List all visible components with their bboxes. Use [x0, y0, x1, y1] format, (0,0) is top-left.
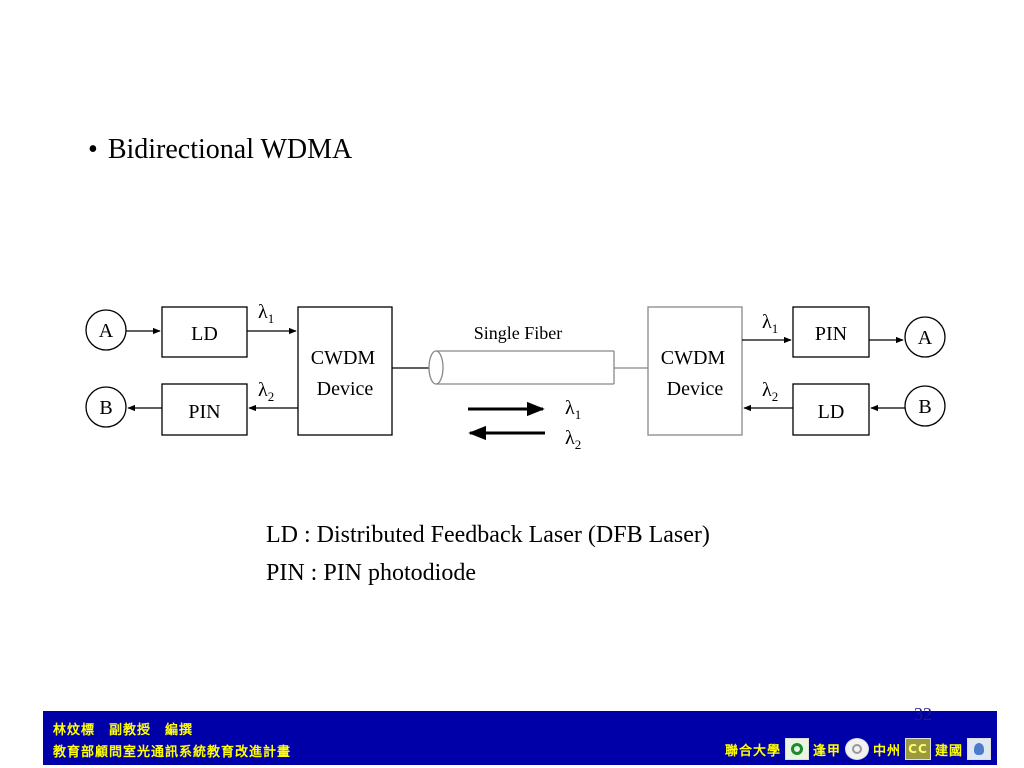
green-logo-icon [784, 738, 809, 760]
footer-author: 林炆標 副教授 編撰 [53, 723, 194, 738]
page-number: 32 [914, 704, 932, 724]
footer-bar: 林炆標 副教授 編撰 教育部顧問室光通訊系統教育改進計畫 聯合大學 逢甲 中州 … [43, 711, 997, 765]
legend-pin: PIN : PIN photodiode [266, 560, 476, 586]
fiber-cylinder-face [428, 350, 444, 385]
lambda1-right: λ1 [762, 311, 778, 336]
seal-logo-icon [844, 738, 869, 760]
node-a-left-label: A [99, 320, 114, 342]
blue-logo-icon [967, 738, 991, 760]
pin-box-left [161, 383, 248, 436]
cwdm-right-line1: CWDM [661, 347, 726, 369]
cwdm-left-line1: CWDM [311, 347, 376, 369]
footer-univ-label: 聯合大學 [724, 743, 781, 759]
ld-box-right [792, 383, 870, 436]
lambda2-left: λ2 [258, 379, 274, 404]
fiber-label: Single Fiber [474, 323, 563, 343]
cwdm-device-left [297, 306, 393, 436]
footer-chienkuo: 建國 [934, 743, 963, 759]
ld-label-left: LD [191, 323, 218, 345]
direction-lambda2: λ2 [565, 427, 581, 452]
footer-chungchou: 中州 [872, 743, 901, 759]
node-a-left [85, 309, 127, 351]
abbreviation-legend: LD : Distributed Feedback Laser (DFB Las… [266, 516, 710, 592]
cc-logo-icon: CC [904, 738, 931, 760]
bullet-title: • Bidirectional WDMA [88, 132, 352, 168]
pin-label-left: PIN [188, 401, 220, 423]
node-a-right [904, 316, 946, 358]
lambda2-right: λ2 [762, 379, 778, 404]
node-b-right-label: B [918, 396, 931, 418]
cwdm-device-right [647, 306, 743, 436]
pin-label-right: PIN [815, 323, 847, 345]
footer-program: 教育部顧問室光通訊系統教育改進計畫 [53, 745, 292, 760]
direction-lambda1: λ1 [565, 397, 581, 422]
footer-universities: 聯合大學 逢甲 中州 CC 建國 [725, 737, 991, 761]
ld-box-left [161, 306, 248, 358]
node-b-right [904, 385, 946, 427]
cwdm-left-line2: Device [317, 378, 374, 400]
bullet-dot: • [88, 134, 98, 165]
pin-box-right [792, 306, 870, 358]
node-b-left [85, 386, 127, 428]
node-a-right-label: A [918, 327, 933, 349]
node-b-left-label: B [99, 397, 112, 419]
lambda1-left: λ1 [258, 301, 274, 326]
slide-title: Bidirectional WDMA [107, 134, 353, 165]
cwdm-right-line2: Device [667, 378, 724, 400]
legend-ld: LD : Distributed Feedback Laser (DFB Las… [266, 522, 710, 548]
footer-fengchia: 逢甲 [812, 743, 841, 759]
ld-label-right: LD [818, 401, 845, 423]
wdma-diagram: A B LD PIN CWDM Device λ1 λ2 Single Fibe… [85, 301, 946, 452]
